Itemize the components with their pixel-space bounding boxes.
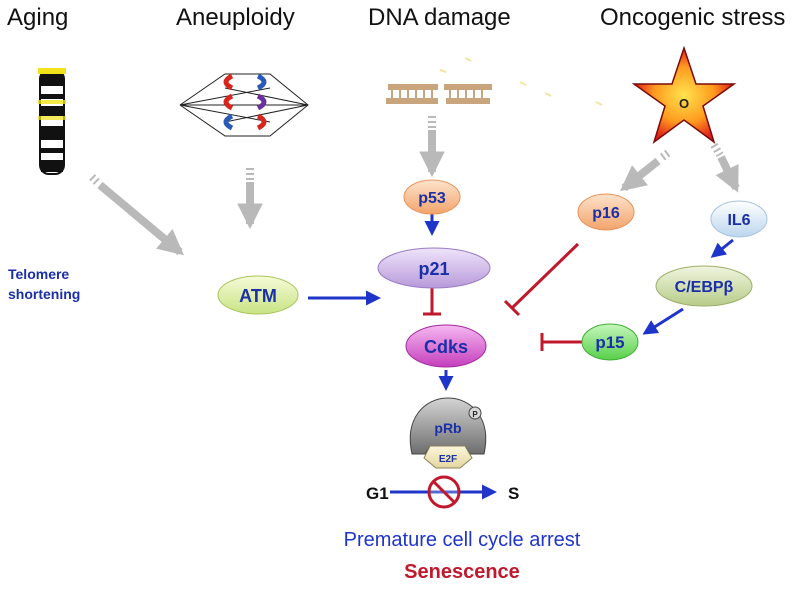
chromosome-icon	[38, 68, 66, 175]
cebp-node: C/EBPβ	[655, 265, 753, 307]
mitotic-spindle-icon	[179, 73, 309, 137]
senescence-label: Senescence	[404, 561, 520, 583]
il6-node: IL6	[710, 200, 768, 238]
p16-inhibits-cdks	[503, 242, 580, 317]
header-dna-damage: DNA damage	[368, 4, 511, 31]
svg-text:ATM: ATM	[239, 286, 277, 306]
svg-text:C/EBPβ: C/EBPβ	[675, 279, 734, 296]
il6-to-cebp-arrow	[710, 238, 734, 258]
header-aneuploidy: Aneuploidy	[176, 4, 295, 31]
svg-text:E2F: E2F	[439, 454, 457, 465]
svg-text:O: O	[679, 96, 689, 111]
telomere-label: Telomere shortening	[8, 266, 81, 302]
svg-text:pRb: pRb	[434, 420, 461, 436]
oncogene-to-il6-arrow	[710, 142, 740, 193]
svg-text:p53: p53	[418, 190, 446, 207]
p15-node: p15	[581, 323, 639, 361]
svg-text:P: P	[472, 410, 478, 419]
oncogene-star-icon: O	[631, 45, 737, 144]
oncogene-to-p16-arrow	[619, 149, 671, 192]
prb-e2f-complex: pRb P E2F	[409, 397, 487, 469]
p15-inhibits-cdks	[540, 333, 582, 351]
no-entry-icon	[427, 475, 461, 509]
p21-inhibits-cdks	[423, 286, 441, 316]
svg-text:S: S	[508, 484, 519, 503]
phosphate-marker	[468, 406, 482, 420]
p21-node: p21	[377, 247, 491, 289]
svg-text:Cdks: Cdks	[424, 337, 468, 357]
aging-arrow	[89, 174, 184, 256]
cebp-to-p15-arrow	[642, 307, 684, 335]
svg-text:p21: p21	[418, 259, 449, 279]
header-aging: Aging	[7, 4, 69, 31]
cdks-node: Cdks	[405, 324, 487, 368]
svg-text:IL6: IL6	[727, 212, 750, 229]
svg-text:G1: G1	[366, 484, 389, 503]
svg-text:p16: p16	[592, 205, 620, 222]
svg-text:p15: p15	[595, 333, 624, 352]
p53-node: p53	[403, 179, 461, 215]
p16-node: p16	[577, 193, 635, 231]
broken-dna-icon	[386, 57, 603, 106]
atm-node: ATM	[217, 275, 299, 315]
arrest-label: Premature cell cycle arrest	[343, 529, 581, 551]
header-oncogenic-stress: Oncogenic stress	[600, 4, 786, 31]
